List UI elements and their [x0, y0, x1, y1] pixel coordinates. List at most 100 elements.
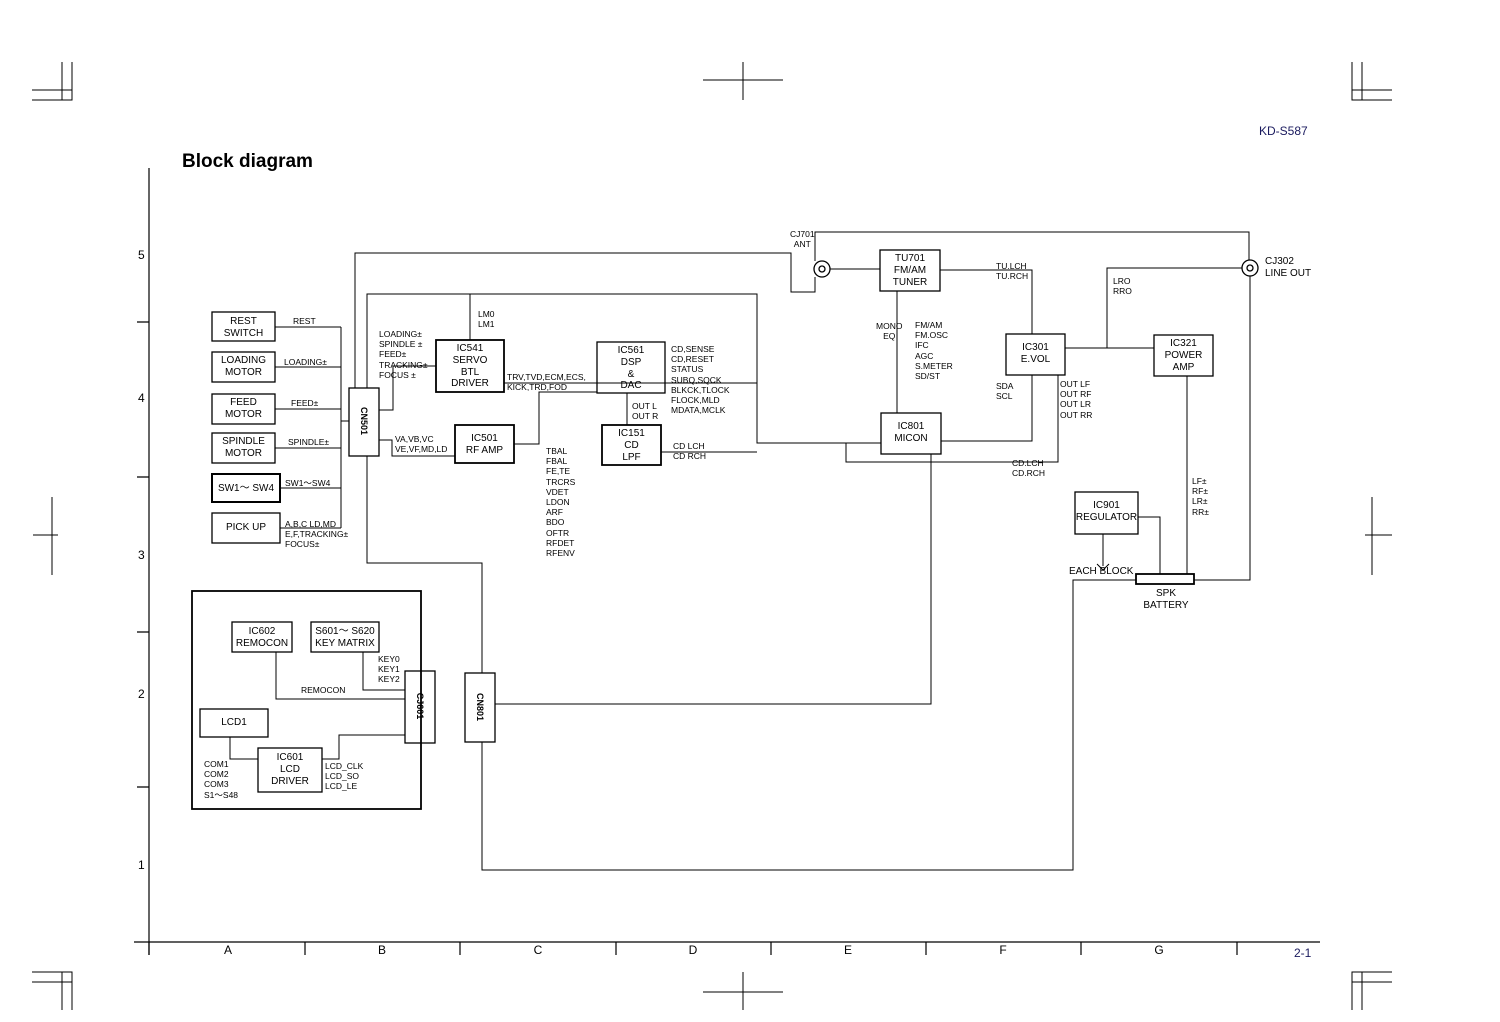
sw1-sw4-line-1: SW1〜 SW4	[217, 483, 275, 494]
signal-cd-in-1: CD.RCH	[1012, 468, 1046, 479]
s601-line-1: S601〜 S620	[315, 626, 375, 637]
signal-com-2: COM3	[204, 779, 229, 790]
signal-spk-lines-2: LR±	[1192, 496, 1208, 507]
cj701-line-1: CJ701	[790, 229, 815, 239]
signal-rf-out-7: BDO	[546, 517, 565, 528]
loading-motor-line-1: LOADING	[220, 355, 266, 366]
signal-mono-1: EQ	[883, 331, 896, 342]
signal-mono-0: MONO	[876, 321, 903, 331]
signal-mono: MONO EQ	[876, 321, 902, 341]
cj701-line-2: ANT	[793, 239, 811, 250]
signal-tuner-ctrl-5: SD/ST	[915, 371, 941, 382]
signal-servo-in-2: FEED±	[379, 349, 407, 360]
ic601-line-1: IC601	[276, 752, 304, 763]
signal-com: COM1 COM2 COM3 S1〜S48	[204, 759, 238, 800]
spk-line-1: SPK	[1155, 588, 1176, 599]
ic901-block: IC901 REGULATOR	[1075, 500, 1138, 524]
signal-dsp-ctrl-5: FLOCK,MLD	[671, 395, 720, 406]
signal-keys: KEY0 KEY1 KEY2	[378, 654, 400, 685]
ic501-line-2: RF AMP	[465, 444, 504, 456]
signal-dsp-ctrl-0: CD,SENSE	[671, 344, 715, 354]
cn801-label: CN801	[475, 692, 485, 721]
ic151-block: IC151 CD LPF	[602, 428, 661, 463]
s601-block: S601〜 S620 KEY MATRIX	[311, 626, 379, 650]
signal-cd-in-0: CD.LCH	[1012, 458, 1044, 468]
ic301-line-2: E.VOL	[1020, 353, 1051, 365]
signal-tuner-ctrl: FM/AM FM.OSC IFC AGC S.METER SD/ST	[915, 320, 953, 381]
signal-servo-ctrl-1: KICK,TRD,FOD	[507, 382, 567, 393]
signal-lcd-0: LCD_CLK	[325, 761, 364, 771]
row-label-1: 1	[138, 858, 145, 872]
ic151-line-2: CD	[624, 439, 639, 451]
signal-pickup-0: A,B,C LD,MD	[285, 519, 337, 529]
signal-rf-out-0: TBAL	[546, 446, 568, 456]
ic561-line-3: &	[627, 368, 635, 380]
signal-keys-2: KEY2	[378, 674, 400, 685]
signal-sw: SW1〜SW4	[285, 478, 330, 488]
pick-up-line-1: PICK UP	[225, 522, 266, 533]
signal-servo-in-1: SPINDLE ±	[379, 339, 423, 350]
ic561-line-1: IC561	[617, 345, 645, 356]
signal-dac-out: OUT L OUT R	[632, 401, 658, 421]
diagram-title: Block diagram	[182, 151, 313, 172]
spindle-motor-line-2: MOTOR	[224, 447, 263, 459]
signal-tuner-ctrl-2: IFC	[915, 340, 929, 351]
signal-servo-in-4: FOCUS ±	[379, 369, 416, 380]
ic601-block: IC601 LCD DRIVER	[258, 752, 322, 787]
pick-up-block: PICK UP	[212, 522, 280, 534]
signal-feed: FEED±	[291, 398, 318, 408]
signal-dsp-ctrl-3: SUBQ,SQCK	[671, 374, 722, 385]
ic601-line-3: DRIVER	[271, 775, 309, 787]
signal-rfamp-in-0: VA,VB,VC	[395, 434, 434, 444]
signal-sw-0: SW1〜SW4	[285, 478, 331, 488]
ic321-line-2: POWER	[1164, 349, 1203, 361]
ic602-line-2: REMOCON	[235, 637, 289, 649]
ic602-block: IC602 REMOCON	[232, 626, 292, 650]
signal-cd-out-1: CD RCH	[673, 451, 707, 462]
signal-evol-out-2: OUT LR	[1060, 399, 1092, 410]
tu701-block: TU701 FM/AM TUNER	[880, 253, 940, 288]
signal-lcd-2: LCD_LE	[325, 781, 358, 792]
lcd1-line-1: LCD1	[221, 717, 247, 728]
cj302-line-2: LINE OUT	[1265, 268, 1312, 279]
cj601-label: CJ601	[415, 692, 425, 720]
signal-spk-lines: LF± RF± LR± RR±	[1192, 476, 1209, 517]
signal-dsp-ctrl-6: MDATA,MCLK	[671, 405, 726, 416]
signal-rf-out-3: TRCRS	[546, 476, 576, 487]
signal-rf-out-8: OFTR	[546, 527, 570, 538]
signal-rf-out-9: RFDET	[546, 537, 575, 548]
signal-evol-out-1: OUT RF	[1060, 389, 1092, 400]
signal-lm-0: LM0	[478, 309, 495, 319]
feed-motor-line-1: FEED	[230, 397, 257, 408]
signal-tuner-ctrl-1: FM.OSC	[915, 330, 949, 341]
signal-rf-out-10: RFENV	[546, 548, 575, 559]
col-label-a: A	[223, 943, 232, 957]
ic541-line-3: BTL	[460, 366, 480, 378]
signal-pickup-1: E,F,TRACKING±	[285, 529, 349, 540]
signal-feed-0: FEED±	[291, 398, 319, 408]
signal-lro: LRO RRO	[1113, 276, 1132, 296]
signal-sda: SDA SCL	[996, 381, 1013, 401]
signal-spk-lines-3: RR±	[1192, 506, 1209, 517]
ic321-block: IC321 POWER AMP	[1154, 338, 1213, 373]
signal-lro-0: LRO	[1113, 276, 1131, 286]
signal-rest: REST	[293, 316, 316, 326]
tu701-line-2: FM/AM	[893, 264, 927, 276]
row-label-2: 2	[138, 687, 145, 701]
loading-motor-line-2: MOTOR	[224, 366, 263, 378]
signal-servo-in: LOADING± SPINDLE ± FEED± TRACKING± FOCUS…	[379, 329, 428, 380]
ic301-block: IC301 E.VOL	[1006, 342, 1065, 366]
signal-tu-out-1: TU.RCH	[996, 271, 1029, 282]
signal-lcd: LCD_CLK LCD_SO LCD_LE	[325, 761, 363, 792]
signal-servo-in-3: TRACKING±	[379, 359, 428, 370]
signal-tuner-ctrl-3: AGC	[915, 350, 934, 361]
rest-switch-line-1: REST	[230, 316, 257, 327]
sw1-sw4-block: SW1〜 SW4	[212, 483, 280, 495]
signal-servo-ctrl: TRV,TVD,ECM,ECS, KICK,TRD,FOD	[507, 372, 586, 392]
lcd1-block: LCD1	[200, 717, 268, 729]
signal-sda-1: SCL	[996, 391, 1013, 402]
signal-cd-out: CD LCH CD RCH	[673, 441, 706, 461]
s601-line-2: KEY MATRIX	[315, 637, 375, 649]
signal-keys-0: KEY0	[378, 654, 400, 664]
